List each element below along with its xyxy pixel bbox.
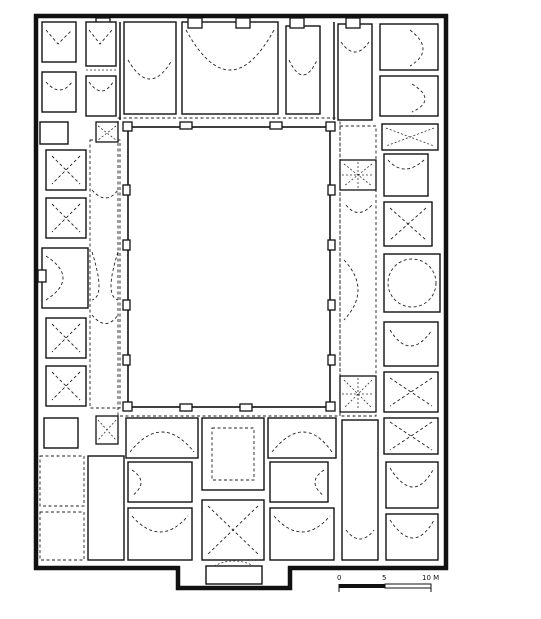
north-wing [86,17,373,121]
scale-bar: 0 5 10 M [337,574,439,592]
east-wing [339,23,441,561]
scale-label-end: 10 M [422,574,439,582]
scale-label-start: 0 [337,574,341,582]
south-wing [125,417,337,585]
west-wing [37,21,125,561]
courtyard [117,117,341,417]
scale-label-mid: 5 [382,574,386,582]
outer-wall [33,13,449,591]
